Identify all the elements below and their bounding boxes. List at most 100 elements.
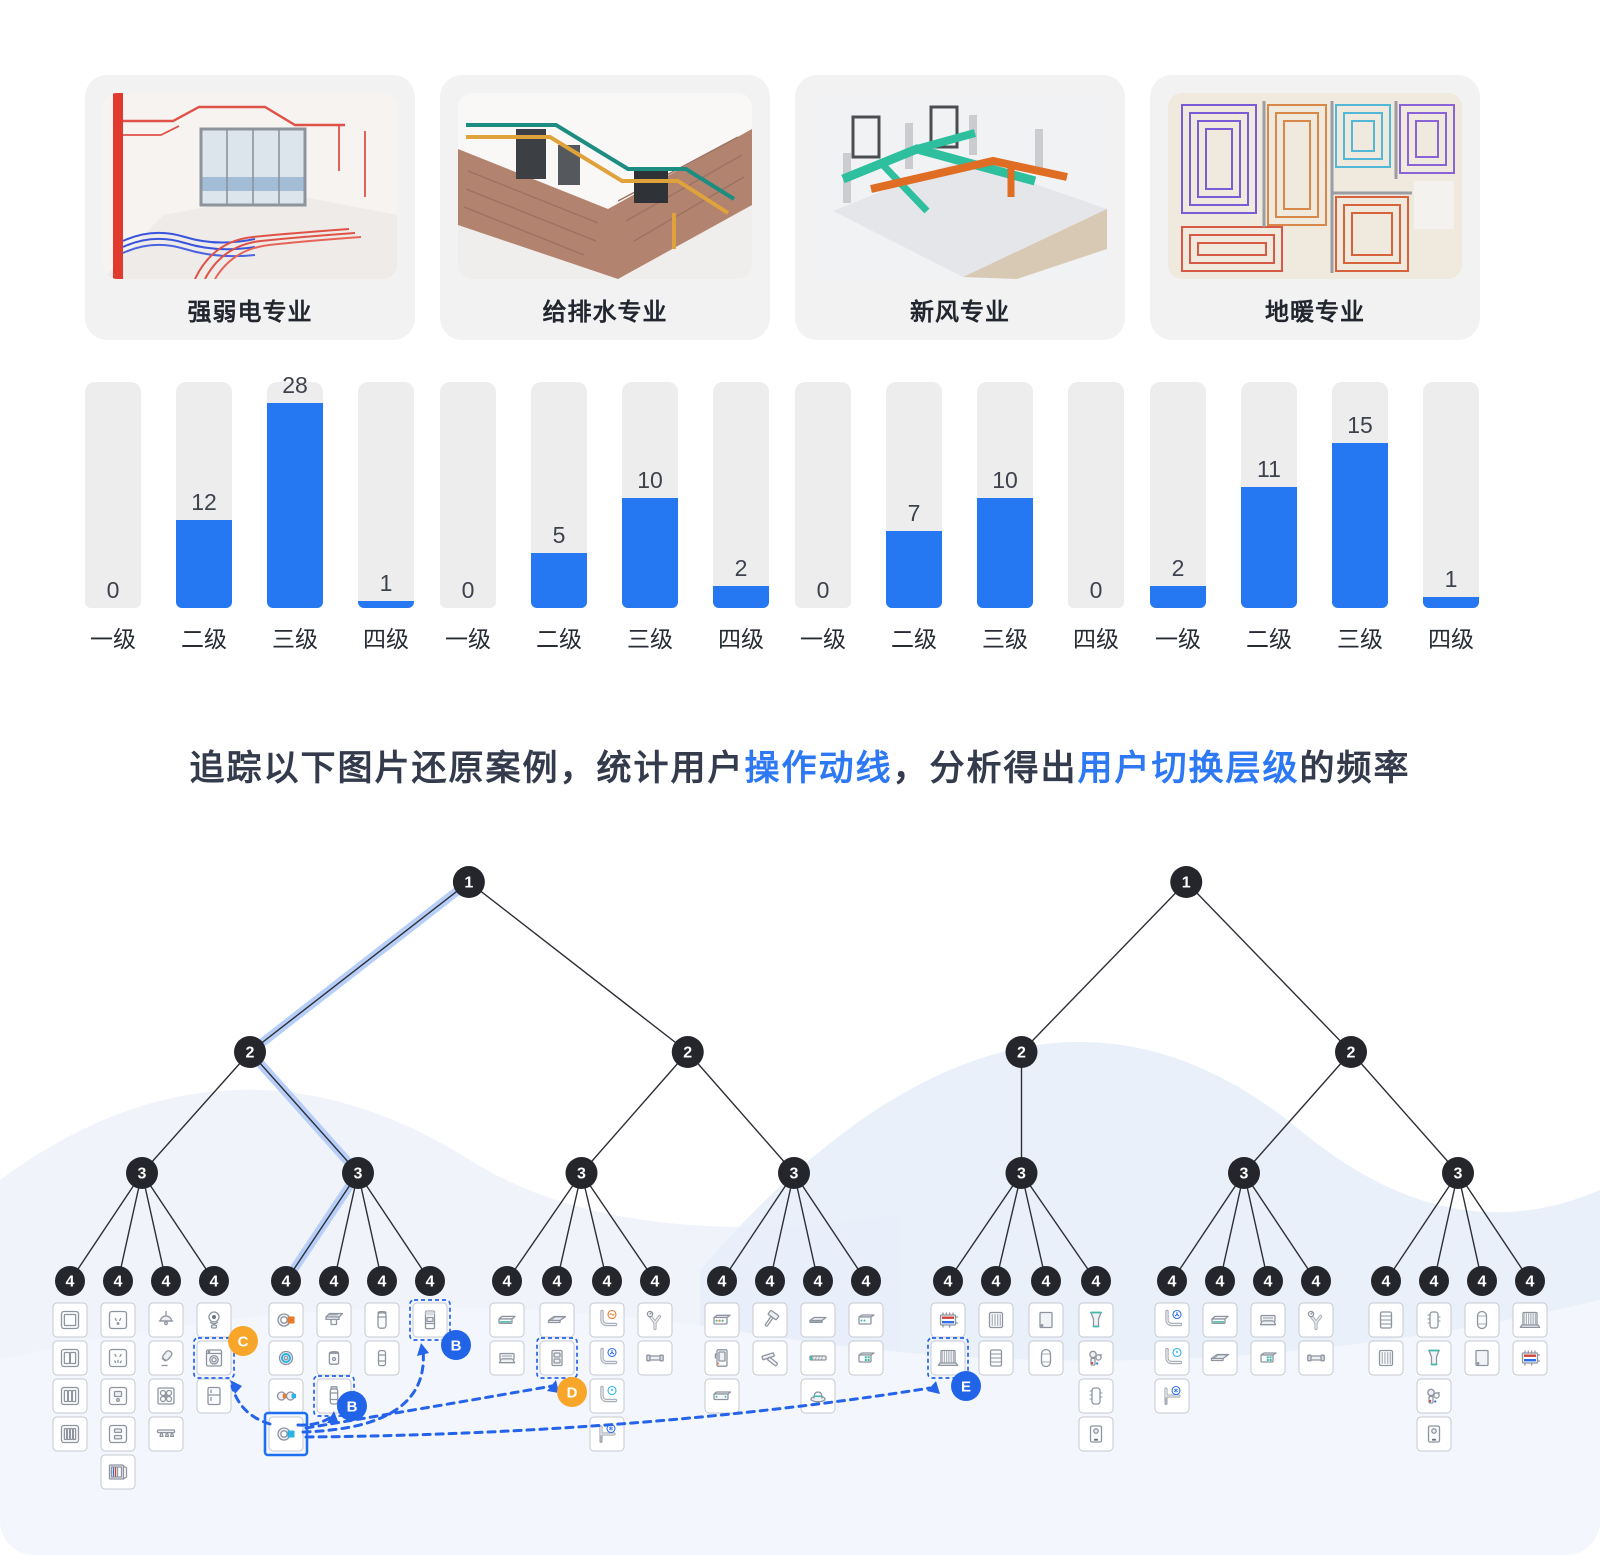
tree-node-label: 4 [1526,1274,1535,1291]
tree-node-level-4: 4 [542,1266,572,1296]
step-badge-B: B [337,1391,367,1421]
pipe-straight-icon [646,1354,664,1362]
tree-node-label: 4 [718,1274,727,1291]
bar-category: 三级 [627,626,673,652]
specialty-cards: 强弱电专业给排水专业新风专业地暖专业 [85,75,1480,340]
tree-node-level-3: 3 [1228,1157,1260,1189]
bar-value: 11 [1257,456,1281,482]
tree-node-level-1: 1 [1170,866,1203,898]
tree-node-level-4: 4 [933,1266,963,1296]
tree-node-level-2: 2 [234,1036,266,1068]
bar-category: 一级 [445,626,491,652]
tree-node-level-4: 4 [319,1266,349,1296]
bar-fill [267,403,323,608]
tree-node-label: 4 [210,1274,219,1291]
filter-cylinder-icon [377,1349,387,1367]
tree-node-label: 4 [992,1274,1001,1291]
tree-node-level-4: 4 [1205,1266,1235,1296]
tree-edge [1243,1172,1317,1282]
tree-node-level-4: 4 [1157,1266,1187,1296]
bar-value: 5 [552,522,566,548]
bar-value: 10 [637,467,663,493]
bar-track [85,382,141,608]
tile-y-fitting [1416,1340,1452,1376]
headline-emphasis: 操作动线 [744,749,893,788]
connector-arrowhead [927,1381,940,1394]
bar-fill [1150,586,1206,608]
manifold-icon [939,1312,959,1328]
headline-text: 追踪以下图片还原案例，统计用户 [189,749,745,788]
tree-edge [1243,1172,1269,1282]
headline-emphasis: 用户切换层级 [1077,749,1300,788]
connector-arrowhead [230,1380,242,1394]
card-image-ventilation [813,93,1107,279]
towel-radiator-icon [989,1349,1003,1367]
bar-category: 二级 [181,626,227,652]
tree-node-label: 1 [1182,875,1191,892]
operation-flow-connector-d [304,1384,554,1430]
tree-node-level-2: 2 [1335,1036,1367,1068]
tree-edge [1219,1172,1245,1282]
tree-edge [1457,1172,1531,1282]
tile-buffer-tank [1416,1302,1452,1338]
tile-towel-radiator [1368,1302,1404,1338]
tree-node-level-4: 4 [271,1266,301,1296]
camera-icon [208,1311,220,1329]
boiler-icon [1089,1425,1103,1443]
tree-node-label: 4 [553,1274,562,1291]
hrv-ports-icon [713,1314,731,1325]
flat-panel-icon [1475,1349,1489,1367]
tile-hrv-ports [704,1302,740,1338]
tree-node-level-4: 4 [1301,1266,1331,1296]
tree-node-label: 4 [1312,1274,1321,1291]
flat-panel-icon [1039,1311,1053,1329]
bar-category: 四级 [1073,626,1119,652]
tile-fridge [196,1378,232,1414]
bar-track [713,382,769,608]
gas-hob-icon [157,1387,175,1405]
tree-node-label: 2 [683,1045,692,1062]
tree-edge [769,1172,795,1282]
connector-arrowhead [417,1343,429,1356]
tile-water-softener [364,1302,400,1338]
tree-node-label: 4 [162,1274,171,1291]
tree-node-level-4: 4 [851,1266,881,1296]
bar-value: 10 [992,467,1018,493]
tile-speaker-pair [268,1378,304,1414]
expansion-tank-icon [1040,1348,1052,1368]
tile-speaker-orange-cube [268,1302,304,1338]
tree-node-level-3: 3 [126,1157,158,1189]
tree-edge [793,1172,867,1282]
bar-track [358,382,414,608]
tree-node-level-4: 4 [1419,1266,1449,1296]
y-fitting-icon [1428,1349,1440,1366]
tile-expansion-tank [1464,1302,1500,1338]
bar-track [1423,382,1479,608]
ceiling-heater-icon [325,1312,344,1326]
bar-value: 2 [1171,555,1185,581]
tile-camera [196,1302,232,1338]
tile-gas-hob [148,1378,184,1414]
dual-box-icon [1260,1352,1277,1363]
tile-pipe-snow-t [589,1416,625,1452]
switch-3gang-icon [60,1386,80,1406]
tree-edge [995,1172,1023,1282]
tree-edge [947,1172,1023,1282]
bar-fill [1332,443,1388,608]
tile-ac-cassette [1202,1340,1238,1376]
bar-fill [622,498,678,608]
bar-category: 二级 [536,626,582,652]
tree-node-label: 4 [1430,1274,1439,1291]
tile-duct-tool [752,1302,788,1338]
tile-hrv-long [704,1378,740,1414]
tile-spotlight [148,1340,184,1376]
bar-category: 一级 [1155,626,1201,652]
tree-edge [1020,1172,1047,1282]
bar-category: 三级 [1337,626,1383,652]
tile-pendant-lamp [148,1302,184,1338]
speaker-blue-ring-icon [278,1350,294,1366]
step-badge-label: B [347,1399,358,1416]
pipe-snow-t-icon [1164,1385,1181,1406]
tree-edge [580,1172,608,1282]
tree-node-label: 4 [1216,1274,1225,1291]
